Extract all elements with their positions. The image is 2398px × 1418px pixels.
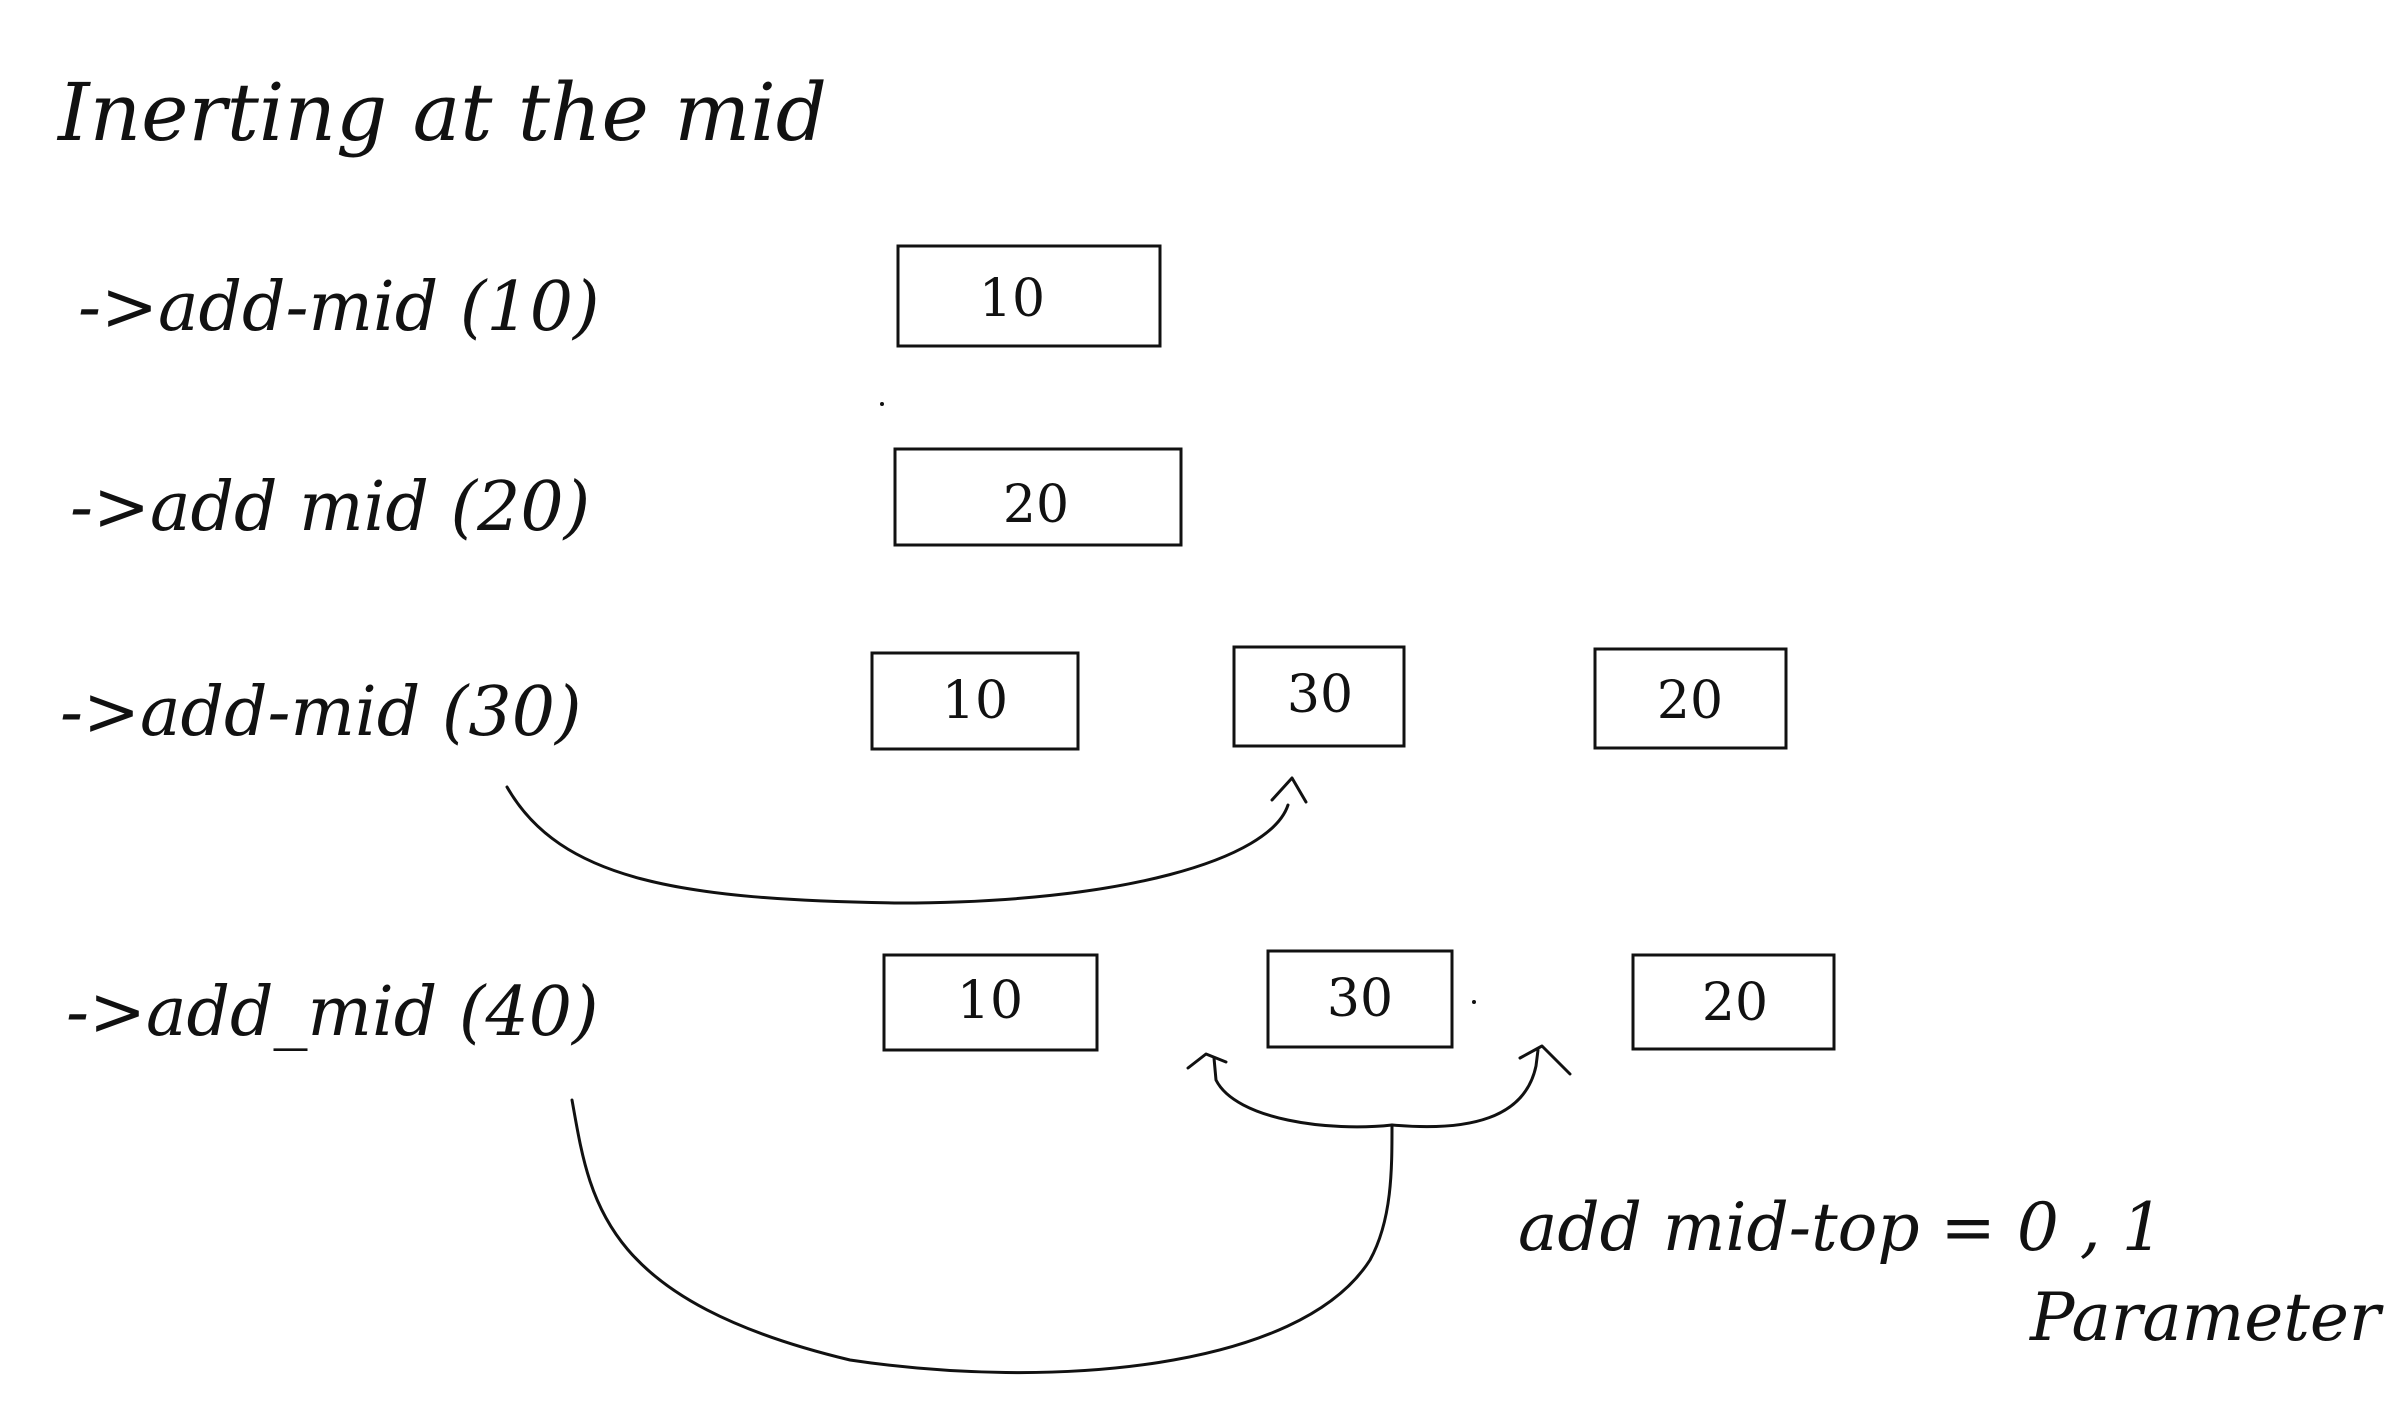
stray-dot [1472,1000,1476,1004]
step-1-call: ->add-mid (10) [78,268,600,347]
step-3: ->add-mid (30) 10 30 20 [60,645,1788,905]
node-value: 10 [957,971,1023,1031]
brace-left-branch [1212,1056,1394,1129]
step-3-arrowhead-icon [1270,776,1308,804]
node-value: 20 [1702,973,1768,1033]
step-2: ->add mid (20) 20 [70,447,1183,547]
step-2-node-1: 20 [893,447,1183,547]
brace-right-arrowhead-icon [1518,1044,1572,1076]
node-value: 30 [1287,665,1353,725]
step-4-node-1: 10 [882,953,1099,1052]
step-3-node-3: 20 [1593,647,1788,750]
node-box [893,447,1183,547]
step-4-node-2: 30 [1266,949,1454,1049]
step-1-node-1: 10 [896,244,1162,348]
node-box [1232,645,1406,748]
note-line-1: add mid-top = 0 , 1 [1518,1189,2164,1266]
step-3-node-2: 30 [1232,645,1406,748]
brace-right-branch [1390,1048,1540,1129]
step-3-insert-arrow [505,785,1290,905]
parameter-note: add mid-top = 0 , 1 Parameter [1518,1189,2384,1356]
node-value: 10 [942,671,1008,731]
node-value: 20 [1003,475,1069,535]
node-box [1631,953,1836,1051]
node-value: 10 [979,269,1045,329]
step-4-node-3: 20 [1631,953,1836,1051]
node-value: 20 [1657,671,1723,731]
step-3-call: ->add-mid (30) [60,673,582,752]
step-1: ->add-mid (10) 10 [78,244,1162,348]
node-box [1593,647,1788,750]
stray-dot [880,402,884,406]
step-3-node-1: 10 [870,651,1080,751]
step-2-call: ->add mid (20) [70,468,590,547]
node-box [870,651,1080,751]
brace-left-arrowhead-icon [1186,1052,1228,1070]
node-box [882,953,1099,1052]
step-4: ->add_mid (40) 10 30 20 [66,949,1836,1375]
note-line-2: Parameter [2029,1279,2384,1356]
node-box [896,244,1162,348]
step-4-call: ->add_mid (40) [66,973,599,1052]
page-title: Inerting at the mid [56,66,827,159]
node-value: 30 [1327,969,1393,1029]
node-box [1266,949,1454,1049]
step-4-insert-curve [570,1098,1394,1375]
